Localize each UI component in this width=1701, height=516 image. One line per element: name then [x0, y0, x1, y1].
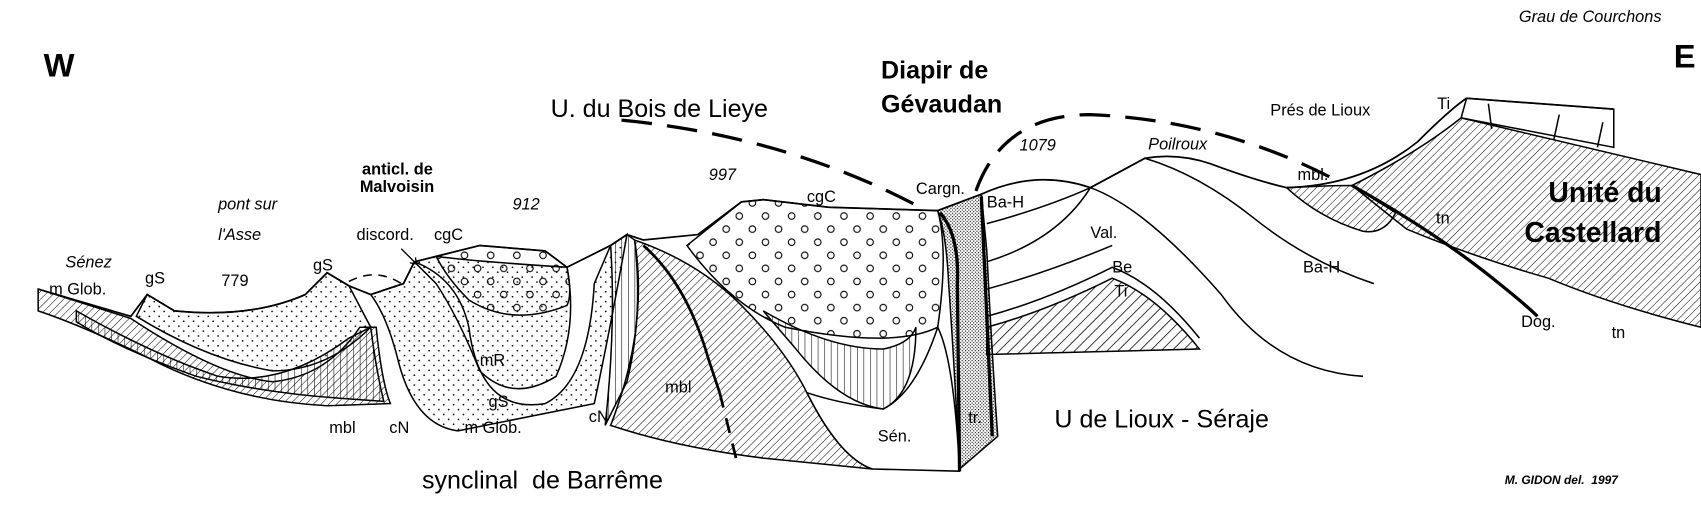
lioux-nappe-trace	[974, 112, 1337, 192]
castellard-title-2: Castellard	[1524, 217, 1661, 249]
label-ba-h: Ba-H	[987, 193, 1024, 211]
place-poilroux: Poilroux	[1148, 136, 1208, 154]
bah-lioux	[986, 157, 1375, 285]
discord-arrow	[400, 248, 418, 265]
label-cgc: cgC	[434, 226, 463, 244]
be-lioux	[986, 244, 1113, 290]
place-pont-2: l'Asse	[218, 226, 261, 244]
label-tr: tr.	[968, 409, 982, 427]
label-cgc: cgC	[807, 188, 836, 206]
label-be: Be	[1112, 259, 1132, 277]
altitude-912: 912	[512, 195, 539, 213]
label-gs: gS	[145, 270, 165, 288]
anticline-title-2: Malvoisin	[360, 178, 434, 196]
label-tn: tn	[1436, 210, 1450, 228]
sen-layer	[805, 325, 961, 472]
ti-lioux	[986, 266, 1201, 339]
unit-lioux-seraje: U de Lioux - Séraje	[1054, 406, 1269, 434]
label-cn: cN	[389, 419, 409, 437]
label-mbl: mbl	[665, 379, 691, 397]
label-ti: Ti	[1437, 95, 1450, 113]
unit-bois-de-lieye: U. du Bois de Lieye	[551, 95, 768, 123]
val-lioux	[986, 186, 1364, 378]
vertical-band-central	[762, 310, 917, 410]
fault-diapir-west	[938, 211, 962, 472]
discord-dashed	[348, 274, 402, 285]
altitude-997: 997	[709, 166, 737, 184]
cgc-west	[435, 244, 571, 316]
castellard-title-1: Unité du	[1548, 177, 1661, 209]
label-tn: tn	[1612, 324, 1626, 342]
altitude-779: 779	[221, 272, 248, 290]
altitude-1079: 1079	[1020, 137, 1056, 155]
author-credit: M. GIDON del. 1997	[1505, 473, 1620, 487]
fault-diapir-east	[979, 196, 994, 437]
vertical-band-west	[75, 309, 385, 403]
fault-central-dashed	[718, 392, 738, 459]
strata	[37, 97, 1701, 472]
diapir-triassic	[936, 193, 999, 471]
label-mbl: mbl	[329, 419, 355, 437]
label-mbl: mbl.	[1298, 166, 1329, 184]
tn-castellard	[1350, 117, 1701, 329]
label-ba-h: Ba-H	[1303, 259, 1340, 277]
label-cargn: Cargn.	[916, 180, 965, 198]
diapir-title-1: Diapir de	[881, 57, 988, 85]
anticline-title-1: anticl. de	[362, 161, 433, 179]
diapir-title-2: Gévaudan	[881, 90, 1002, 118]
synclinal-de-barreme: synclinal de Barrême	[422, 467, 663, 495]
ti-castellard	[1460, 97, 1615, 149]
east-label: E	[1674, 38, 1696, 75]
place-pres-de-lioux: Prés de Lioux	[1270, 102, 1370, 120]
grau-de-courchons: Grau de Courchons	[1519, 8, 1662, 26]
label-m-glob: m Glob.	[49, 281, 106, 299]
fault-central	[642, 244, 721, 394]
west-label: W	[44, 46, 75, 83]
labels: W E U. du Bois de Lieye Diapir de Gévaud…	[44, 8, 1696, 495]
ground-surface	[37, 97, 1614, 318]
lioux-hatched-core	[986, 277, 1201, 356]
label-sen: Sén.	[878, 428, 912, 446]
place-senez: Sénez	[65, 253, 111, 271]
label-mr: mR	[480, 351, 506, 369]
bois-de-lieye-nappe-trace	[621, 118, 917, 207]
label-gs: gS	[488, 393, 508, 411]
label-discord: discord.	[357, 226, 414, 244]
label-val: Val.	[1090, 224, 1117, 242]
label-gs: gS	[313, 257, 333, 275]
label-cn: cN	[589, 408, 609, 426]
cgc-central	[685, 198, 944, 339]
label-dog: Dog.	[1521, 313, 1556, 331]
label-m-glob: m Glob.	[465, 419, 522, 437]
cn-vertical	[604, 233, 639, 426]
place-pont-1: pont sur	[217, 195, 278, 213]
thrust-fault-east	[1351, 184, 1539, 318]
label-ti: Ti	[1114, 283, 1127, 301]
